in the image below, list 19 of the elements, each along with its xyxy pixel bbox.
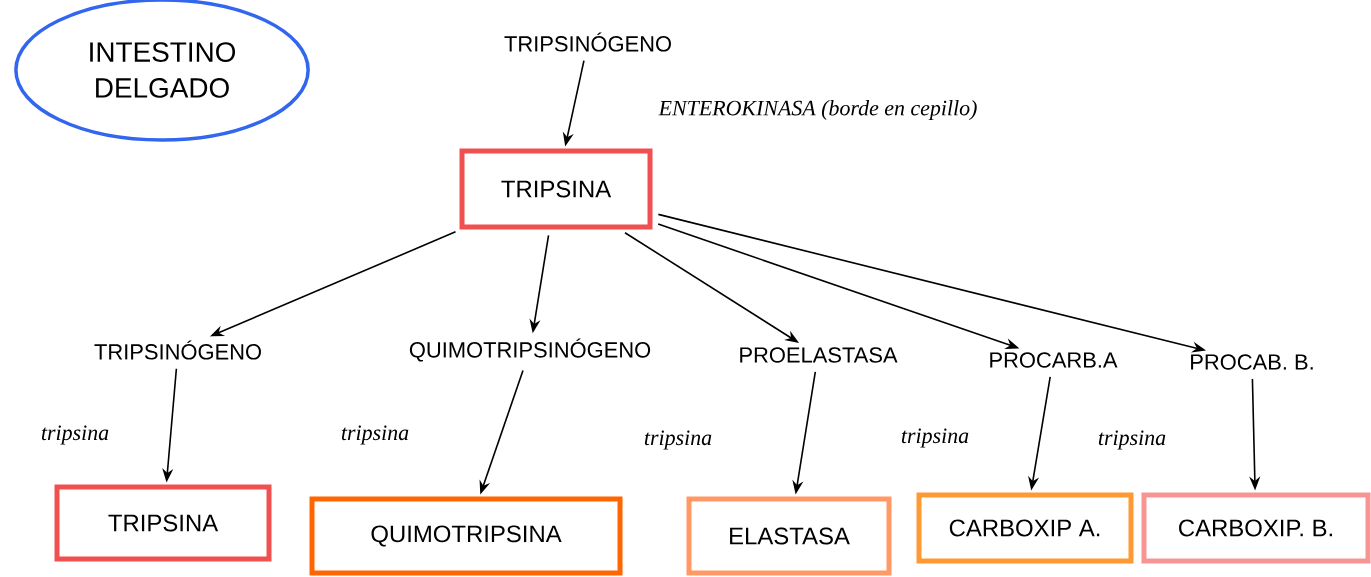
edge-label: tripsina <box>898 426 972 450</box>
enzyme-label: TRIPSINÓGENO <box>504 32 671 52</box>
edge-label: tripsina <box>38 423 112 447</box>
enzyme-label: PROCARB.A <box>990 352 1118 368</box>
enzyme-label: TRIPSINÓGENO <box>94 340 261 360</box>
edge-label: tripsina <box>1095 428 1169 452</box>
enzyme-label: PROELASTASA <box>740 347 898 363</box>
edge-label: tripsina <box>641 428 715 452</box>
enzyme-box: TRIPSINA <box>54 484 272 562</box>
enzyme-box: CARBOXIP A. <box>916 492 1134 564</box>
enzyme-box: QUIMOTRIPSINA <box>309 496 623 576</box>
enzyme-label: QUIMOTRIPSINÓGENO <box>409 338 651 362</box>
enzyme-box: CARBOXIP. B. <box>1141 492 1371 564</box>
edge-label: tripsina <box>338 423 412 447</box>
enzyme-label: PROCAB. B. <box>1191 354 1313 370</box>
enzyme-box: TRIPSINA <box>459 148 653 230</box>
edge-label: ENTEROKINASA (borde en cepillo) <box>656 98 980 122</box>
enzyme-box: ELASTASA <box>686 496 892 576</box>
circled-heading: INTESTINO DELGADO <box>14 0 310 142</box>
